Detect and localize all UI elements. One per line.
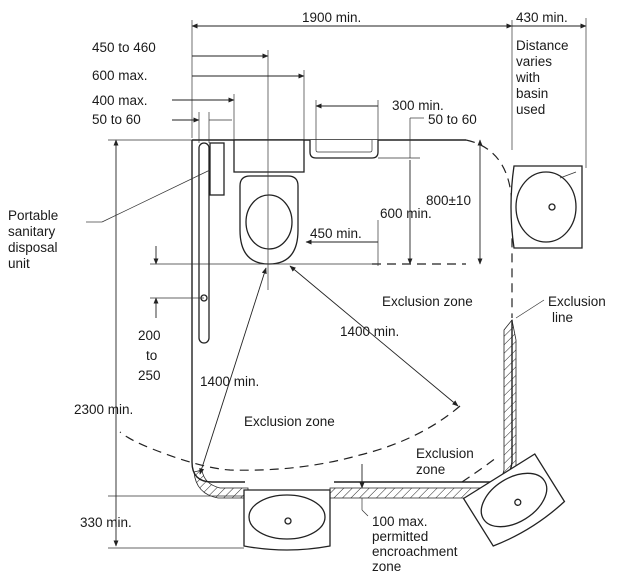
basin-corner [462, 453, 566, 547]
label-disposal-2: sanitary [8, 224, 56, 239]
dim-encroach-4: zone [372, 559, 401, 574]
wc-pan [233, 139, 305, 265]
label-disposal-1: Portable [8, 208, 58, 223]
label-distance-3: with [515, 70, 540, 85]
dim-diag-right: 1400 min. [340, 324, 399, 339]
dim-rail-max: 600 max. [92, 68, 148, 83]
dimension-lines [86, 18, 587, 549]
basin-bottom [243, 489, 331, 551]
dim-right-gap: 50 to 60 [428, 112, 477, 127]
area-labels: Distance varies with basin used Portable… [8, 38, 606, 477]
label-zone-corner-2: zone [416, 462, 445, 477]
dim-rail-spacing-1: 200 [138, 328, 161, 343]
label-distance-5: used [516, 102, 545, 117]
dim-rail-length: 450 to 460 [92, 40, 156, 55]
dim-rail-spacing-2: to [146, 348, 157, 363]
label-disposal-3: disposal [8, 240, 58, 255]
label-disposal-4: unit [8, 256, 30, 271]
dim-depth-total: 2300 min. [74, 402, 133, 417]
basin-top-right [510, 165, 583, 249]
label-distance-1: Distance [516, 38, 569, 53]
dim-pan-side: 450 min. [310, 226, 362, 241]
label-exclusion-line-2: line [552, 310, 573, 325]
label-exclusion-line-1: Exclusion [548, 294, 606, 309]
label-distance-2: varies [516, 54, 552, 69]
encroachment-hatch [193, 319, 517, 499]
dim-rail-spacing-3: 250 [138, 368, 161, 383]
dim-basin-offset: 430 min. [516, 10, 568, 25]
dim-encroach-2: permitted [372, 529, 428, 544]
label-distance-4: basin [516, 86, 548, 101]
dim-pan-clear: 300 min. [392, 98, 444, 113]
dim-encroach-1: 100 max. [372, 514, 428, 529]
dim-grab-max: 400 max. [92, 93, 148, 108]
dimension-labels: 1900 min. 430 min. 450 to 460 600 max. 4… [74, 10, 568, 574]
grab-rails [198, 140, 379, 344]
label-zone-corner-1: Exclusion [416, 446, 474, 461]
dim-basin-clear: 330 min. [80, 515, 132, 530]
label-zone-left: Exclusion zone [244, 414, 335, 429]
dim-width-total: 1900 min. [302, 10, 361, 25]
dim-diag-left: 1400 min. [200, 374, 259, 389]
dim-encroach-3: encroachment [372, 544, 458, 559]
dim-rail-height: 800±10 [426, 193, 471, 208]
dim-pan-depth: 600 min. [380, 206, 432, 221]
dim-rail-gap: 50 to 60 [92, 112, 141, 127]
label-zone-right: Exclusion zone [382, 294, 473, 309]
